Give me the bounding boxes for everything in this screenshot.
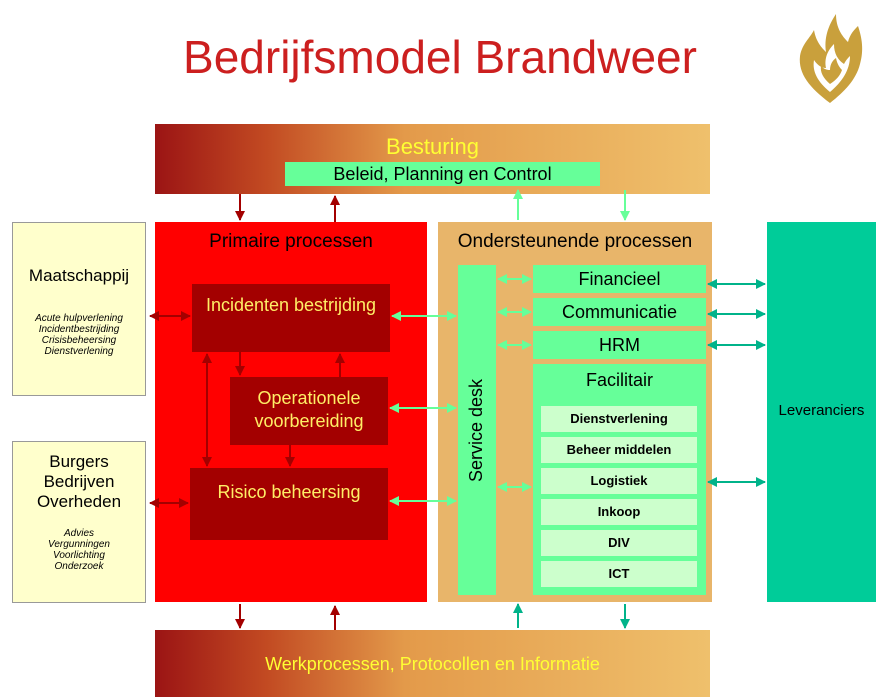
ondersteunende-processen-label: Ondersteunende processen <box>457 231 693 252</box>
facilitair-item: Dienstverlening <box>541 406 697 432</box>
maatschappij-item: Incidentbestrijding <box>38 324 120 335</box>
burgers-line: Bedrijven <box>43 472 115 491</box>
service-desk-box <box>458 265 496 595</box>
burgers-box: Burgers Bedrijven Overheden Advies Vergu… <box>12 441 146 603</box>
maatschappij-item: Crisisbeheersing <box>41 335 117 346</box>
communicatie-box: Communicatie <box>533 298 706 326</box>
maatschappij-item: Dienstverlening <box>44 346 114 357</box>
leveranciers-panel <box>767 222 876 602</box>
burgers-item: Advies <box>63 528 94 539</box>
operationele-voorbereiding-box: Operationele voorbereiding <box>230 377 388 445</box>
facilitair-label: Facilitair <box>585 370 653 390</box>
risico-beheersing-box: Risico beheersing <box>190 468 388 540</box>
burgers-item: Onderzoek <box>54 561 104 572</box>
burgers-line: Overheden <box>36 492 122 511</box>
financieel-box: Financieel <box>533 265 706 293</box>
leveranciers-label: Leveranciers <box>778 402 865 419</box>
page-title: Bedrijfsmodel Brandweer <box>183 31 697 83</box>
besturing-label: Besturing <box>386 134 479 159</box>
facilitair-item: ICT <box>541 561 697 587</box>
werkprocessen-label: Werkprocessen, Protocollen en Informatie <box>265 654 600 674</box>
maatschappij-item: Acute hulpverlening <box>35 313 123 324</box>
incidenten-bestrijding-box: Incidenten bestrijding <box>192 284 390 352</box>
beleid-planning-control-box: Beleid, Planning en Control <box>285 162 600 186</box>
facilitair-item: Inkoop <box>541 499 697 525</box>
werkprocessen-bar <box>155 630 710 697</box>
burgers-line: Burgers <box>49 452 109 471</box>
hrm-box: HRM <box>533 331 706 359</box>
burgers-item: Vergunningen <box>48 539 110 550</box>
primaire-processen-label: Primaire processen <box>209 231 373 252</box>
brandweer-logo-icon <box>799 14 863 103</box>
facilitair-item: Beheer middelen <box>541 437 697 463</box>
maatschappij-box: Maatschappij Acute hulpverlening Inciden… <box>12 222 146 396</box>
maatschappij-label: Maatschappij <box>28 266 130 285</box>
facilitair-item: DIV <box>541 530 697 556</box>
facilitair-item: Logistiek <box>541 468 697 494</box>
burgers-item: Voorlichting <box>53 550 105 561</box>
